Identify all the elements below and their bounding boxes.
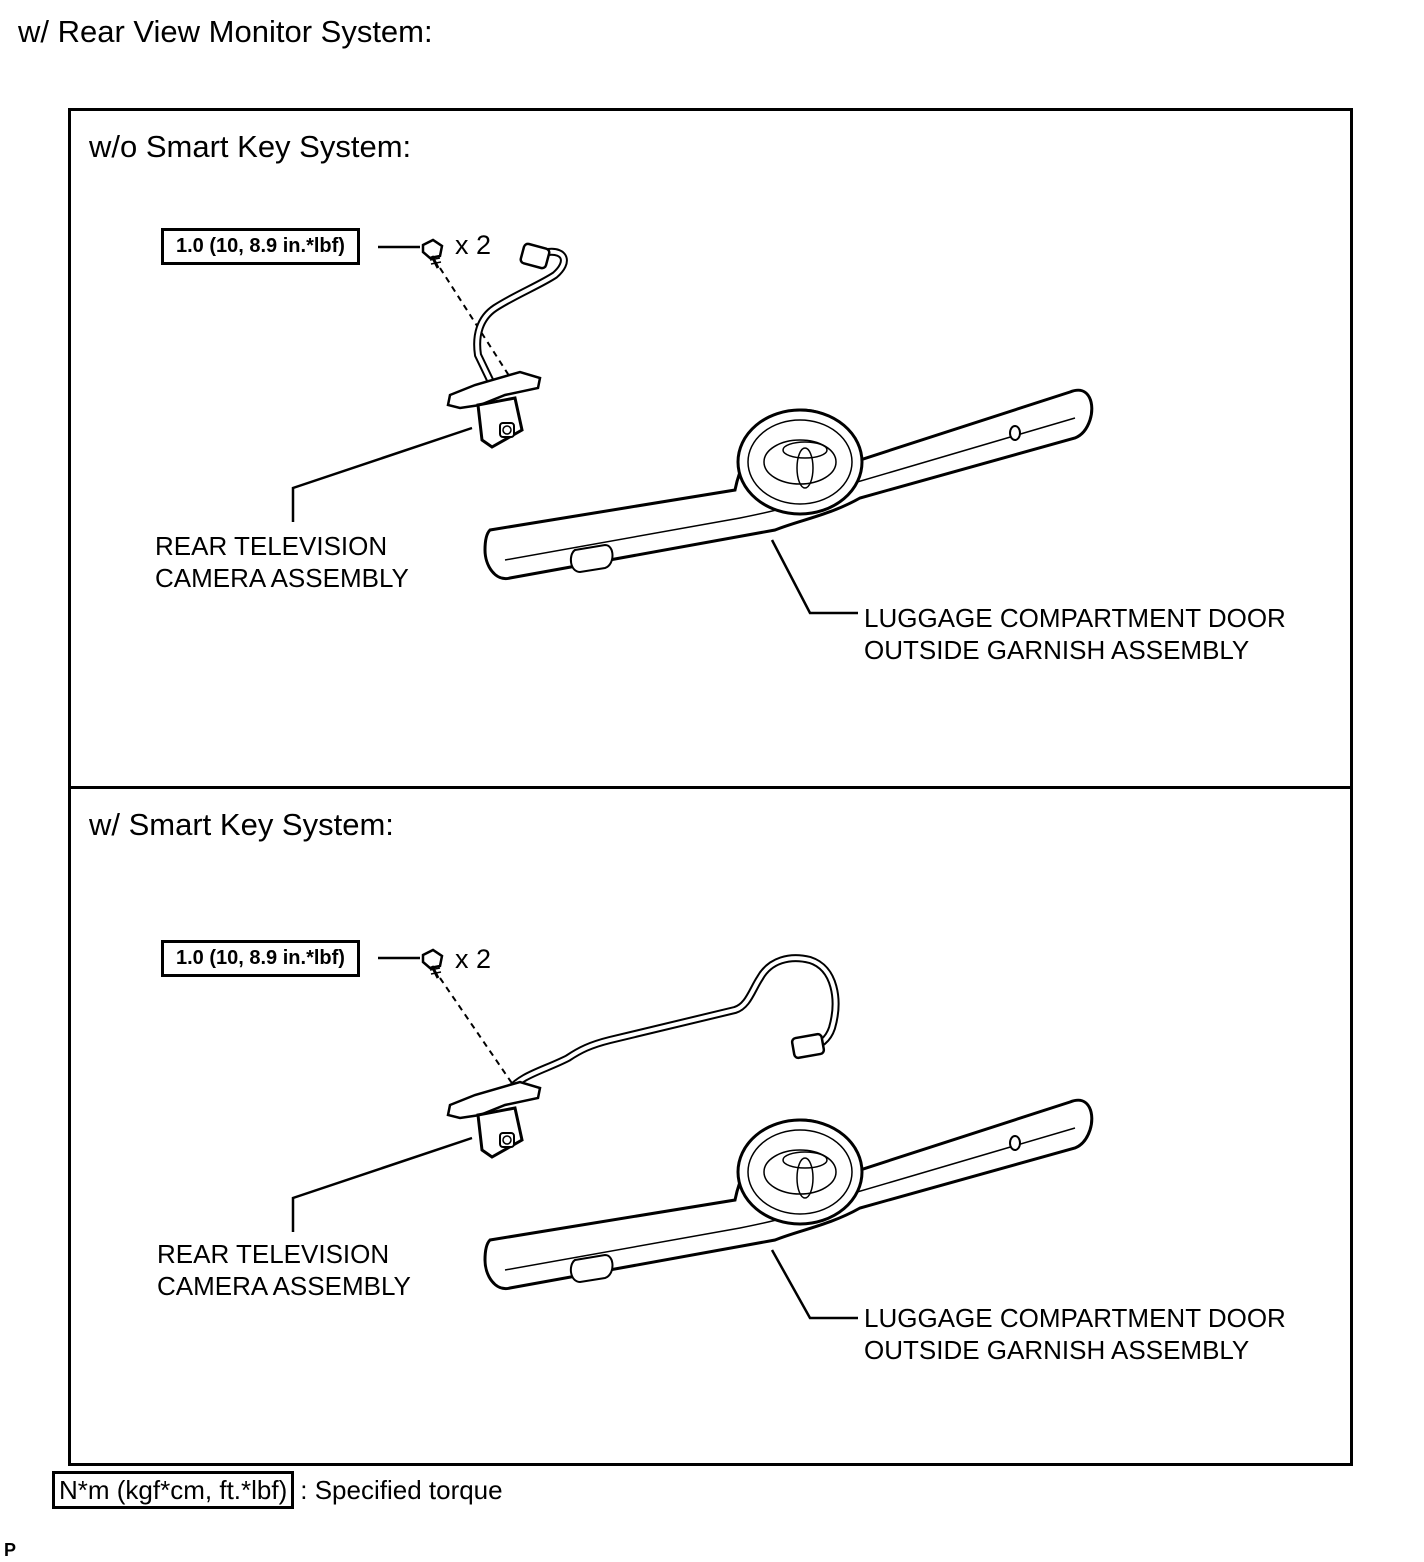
camera-assembly-label: REAR TELEVISION CAMERA ASSEMBLY <box>155 530 409 594</box>
camera-label-line: CAMERA ASSEMBLY <box>157 1271 411 1301</box>
garnish-label-line: OUTSIDE GARNISH ASSEMBLY <box>864 1335 1250 1365</box>
garnish-label-line: LUGGAGE COMPARTMENT DOOR <box>864 603 1286 633</box>
camera-label-line: REAR TELEVISION <box>157 1239 390 1269</box>
garnish-label-line: LUGGAGE COMPARTMENT DOOR <box>864 1303 1286 1333</box>
corner-mark: P <box>4 1540 17 1560</box>
garnish-icon <box>483 388 1094 581</box>
legend-unit-box: N*m (kgf*cm, ft.*lbf) <box>52 1471 295 1509</box>
torque-spec-box: 1.0 (10, 8.9 in.*lbf) <box>161 940 360 977</box>
camera-icon <box>446 370 542 449</box>
top-illustration <box>291 238 1094 615</box>
garnish-label-line: OUTSIDE GARNISH ASSEMBLY <box>864 635 1250 665</box>
torque-spec-box: 1.0 (10, 8.9 in.*lbf) <box>161 228 360 265</box>
quantity-label: x 2 <box>455 230 492 260</box>
camera-assembly-label: REAR TELEVISION CAMERA ASSEMBLY <box>157 1238 411 1302</box>
garnish-icon <box>483 1098 1094 1291</box>
panel-title: w/o Smart Key System: <box>89 129 412 164</box>
bolt-icon <box>421 238 444 270</box>
garnish-assembly-label: LUGGAGE COMPARTMENT DOOR OUTSIDE GARNISH… <box>864 602 1286 666</box>
quantity-label: x 2 <box>455 944 492 974</box>
legend-text: : Specified torque <box>300 1475 503 1505</box>
garnish-assembly-label: LUGGAGE COMPARTMENT DOOR OUTSIDE GARNISH… <box>864 1302 1286 1366</box>
camera-label-line: CAMERA ASSEMBLY <box>155 563 409 593</box>
page-title: w/ Rear View Monitor System: <box>18 14 433 49</box>
camera-label-line: REAR TELEVISION <box>155 531 388 561</box>
bolt-icon <box>421 948 444 980</box>
torque-legend: N*m (kgf*cm, ft.*lbf) : Specified torque <box>52 1470 503 1510</box>
panel-with-smart-key: w/ Smart Key System: <box>68 786 1353 1466</box>
camera-icon <box>446 1080 542 1159</box>
panel-title: w/ Smart Key System: <box>89 807 394 842</box>
bottom-illustration <box>291 948 1094 1320</box>
